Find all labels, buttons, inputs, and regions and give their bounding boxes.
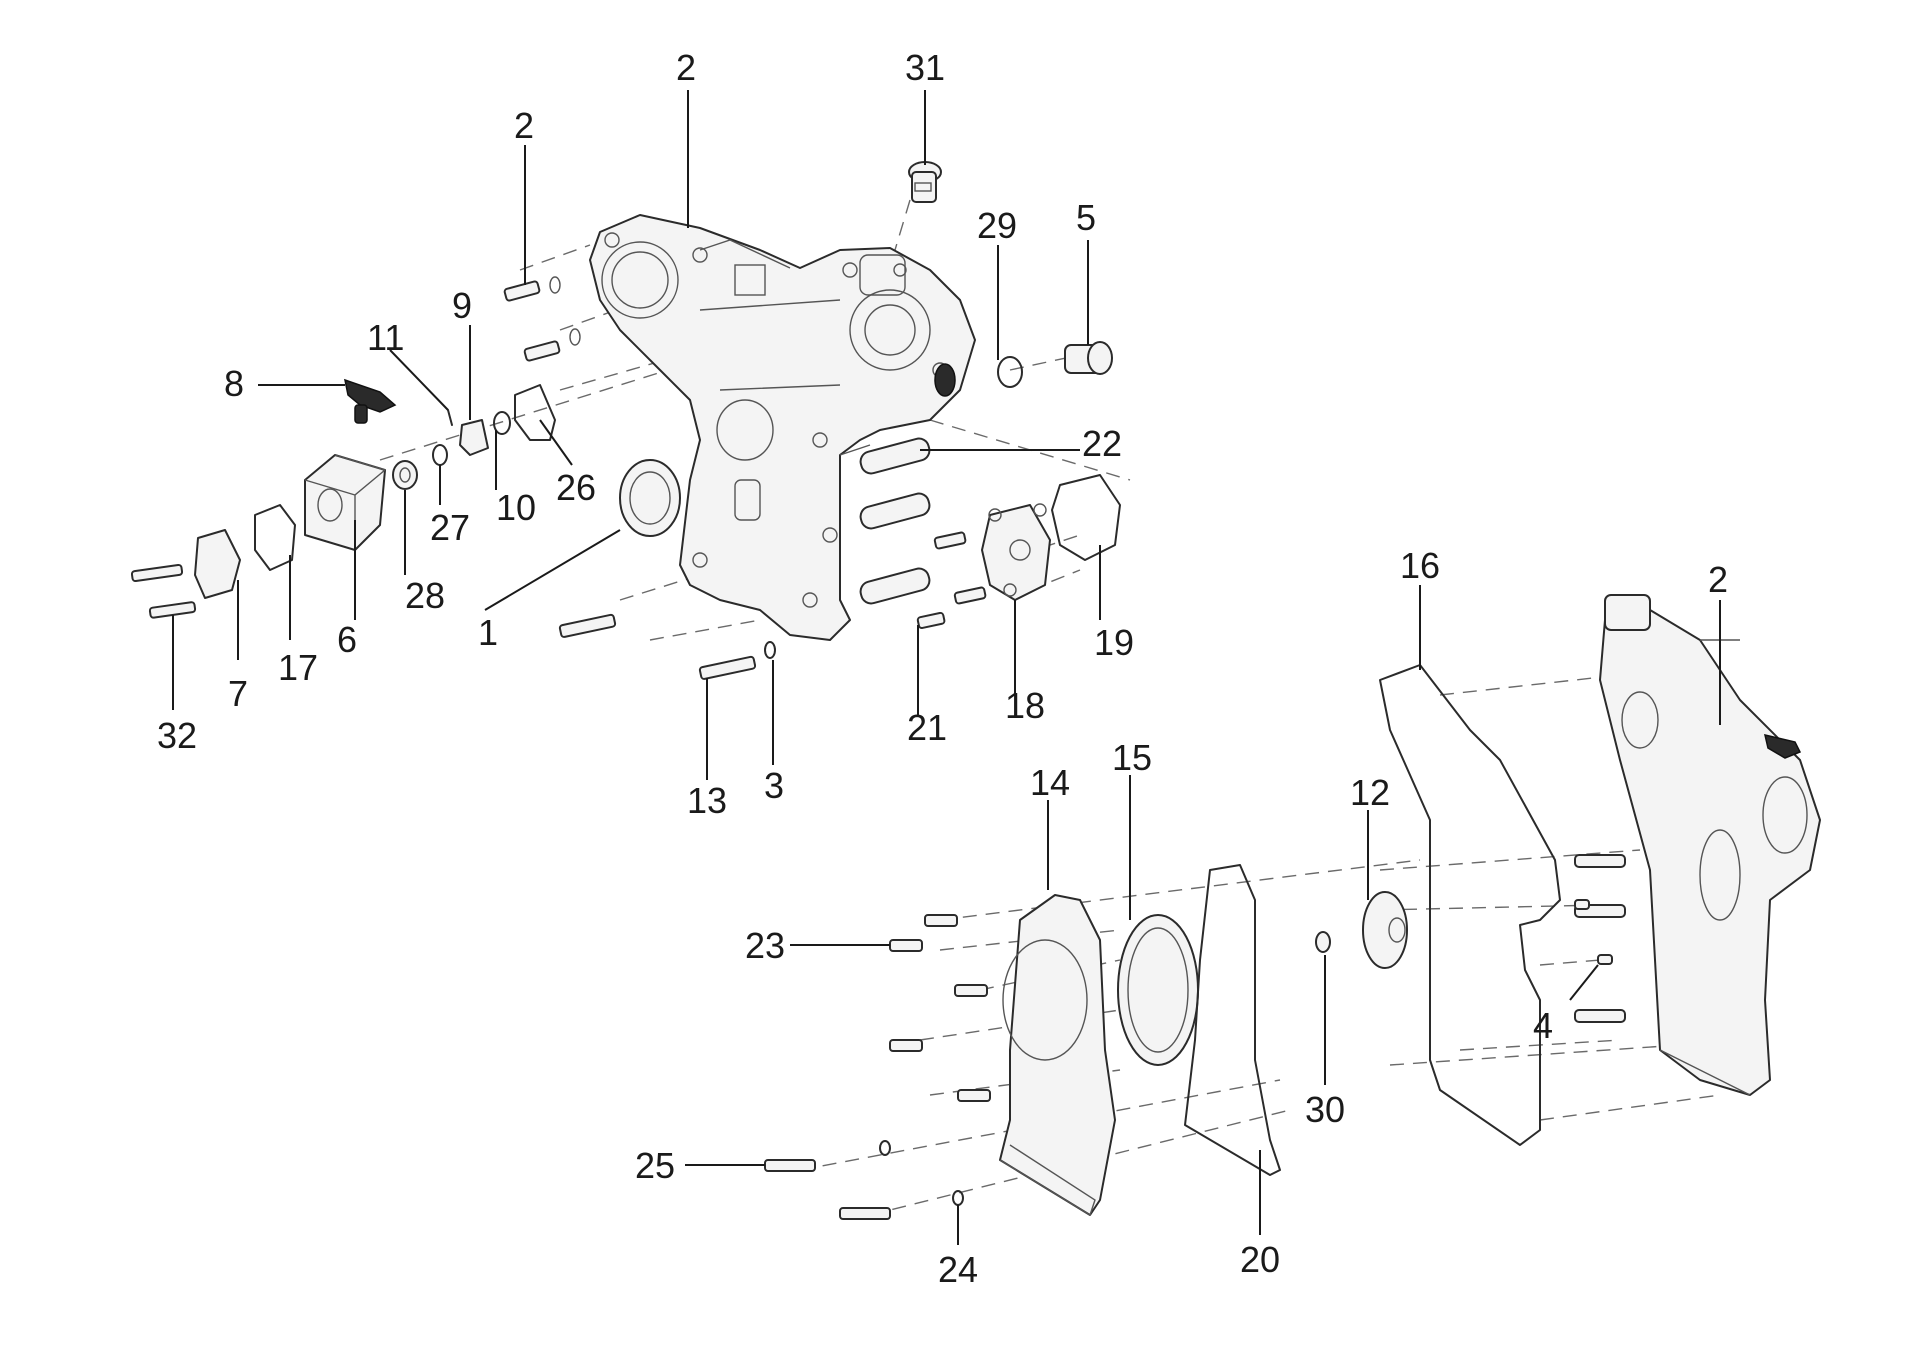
callout-2a: 2 [676, 47, 696, 88]
callout-5: 4 [1533, 1005, 1553, 1046]
timing-case-housing [589, 214, 976, 641]
gasket-21 [1184, 864, 1281, 1176]
dowel-pins-23 [859, 437, 931, 605]
callout-19: 18 [1005, 685, 1045, 726]
seal-16 [1117, 914, 1199, 1066]
oil-seal-1 [619, 459, 681, 537]
callout-30: 29 [977, 205, 1017, 246]
callout-18: 17 [278, 647, 318, 688]
washer-11 [493, 411, 511, 435]
callout-26: 25 [635, 1145, 675, 1186]
callout-25: 24 [938, 1249, 978, 1290]
washer-4 [764, 641, 776, 659]
pins-5 [1574, 899, 1613, 965]
nut-31 [1315, 931, 1331, 953]
gasket-18 [254, 504, 296, 571]
callout-16: 15 [1112, 737, 1152, 778]
callout-4: 3 [764, 765, 784, 806]
callout-6: 5 [1076, 197, 1096, 238]
callout-33: 32 [157, 715, 197, 756]
callout-8: 7 [228, 673, 248, 714]
callout-20: 19 [1094, 622, 1134, 663]
bolts-24 [889, 914, 991, 1102]
callout-24: 23 [745, 925, 785, 966]
bracket-10 [459, 419, 489, 456]
bolts-33 [130, 563, 197, 619]
leader-lines [172, 90, 1721, 1245]
front-cover-15 [999, 894, 1116, 1217]
callout-1: 1 [478, 612, 498, 653]
block-7 [304, 454, 386, 551]
bolt-14 [698, 655, 757, 680]
callout-11: 10 [496, 487, 536, 528]
bolts-22 [916, 531, 987, 630]
timing-case-rear [1574, 594, 1821, 1096]
bolt-lower-left [558, 613, 617, 638]
banjo-bolt-32 [908, 161, 942, 203]
callout-21: 20 [1240, 1239, 1280, 1280]
o-ring-30 [997, 356, 1023, 388]
sensor-9 [344, 378, 397, 424]
bolt-lower [839, 1207, 891, 1220]
nut-29 [392, 460, 418, 490]
callout-31: 30 [1305, 1089, 1345, 1130]
callout-7: 6 [337, 619, 357, 660]
callout-12: 11 [367, 317, 404, 358]
callout-13: 12 [1350, 772, 1390, 813]
callout-17: 16 [1400, 545, 1440, 586]
cover-19 [981, 503, 1051, 601]
cover-plate-8 [194, 529, 241, 599]
spacer-13 [1362, 891, 1408, 969]
callout-28: 27 [430, 507, 470, 548]
callout-22: 21 [907, 707, 947, 748]
callout-3: 2 [514, 105, 534, 146]
bolt-26 [764, 1159, 816, 1172]
washer-upper [879, 1140, 891, 1156]
pin-12 [447, 409, 453, 426]
callout-14: 13 [687, 780, 727, 821]
callout-labels: 2 31 2 29 5 11 9 8 22 26 27 10 28 1 6 17… [157, 47, 1728, 1290]
gasket-20 [1051, 474, 1121, 561]
bolts-3 [503, 276, 581, 362]
callout-2b: 2 [1708, 559, 1728, 600]
plug-bolt-6 [1064, 341, 1113, 375]
callout-9: 8 [224, 363, 244, 404]
callout-23: 22 [1082, 423, 1122, 464]
gasket-17 [1379, 664, 1561, 1146]
callout-32: 31 [905, 47, 945, 88]
gasket-27 [514, 384, 556, 441]
washer-28 [432, 444, 448, 466]
callout-15: 14 [1030, 762, 1070, 803]
callout-29: 28 [405, 575, 445, 616]
callout-10: 9 [452, 285, 472, 326]
washer-25 [952, 1190, 964, 1206]
callout-27: 26 [556, 467, 596, 508]
